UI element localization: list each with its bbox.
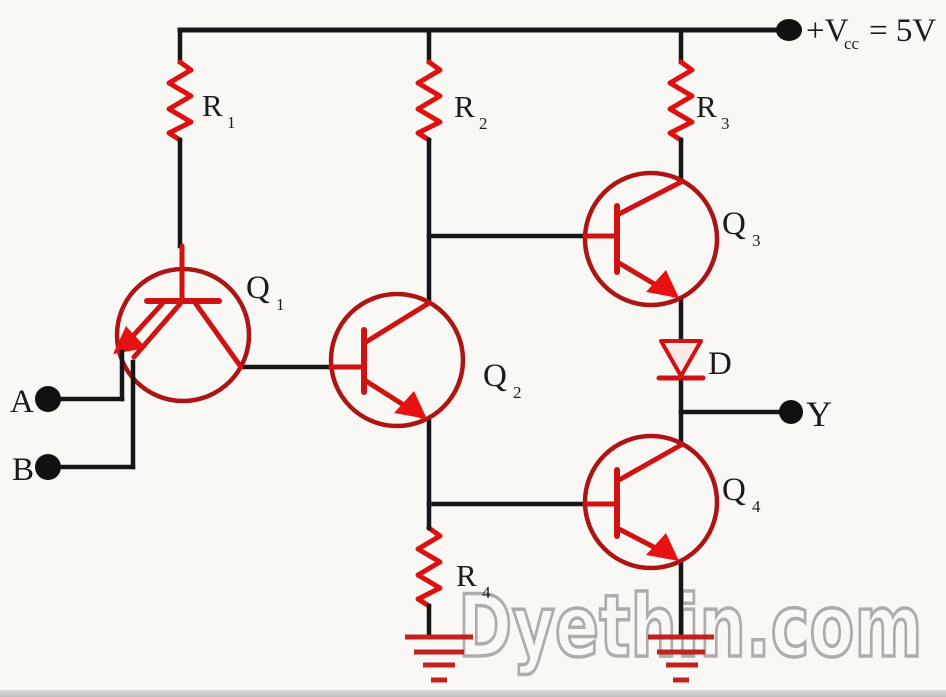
label-r1: R [202, 88, 223, 123]
vcc-label-value: = 5V [869, 13, 936, 49]
q2-emitter-arrow-icon [394, 391, 427, 419]
transistor-q3 [582, 170, 720, 308]
resistor-r3 [667, 59, 695, 143]
ground-symbol-r4 [405, 634, 473, 683]
label-input-b: B [12, 452, 34, 488]
label-r3: R [696, 89, 717, 124]
q4-collector [616, 442, 684, 483]
vcc-terminal-dot [776, 19, 802, 41]
label-q2-sub: 2 [513, 383, 522, 402]
transistor-q2 [328, 291, 466, 429]
transistor-q4 [582, 433, 720, 571]
label-q3: Q [722, 206, 746, 242]
label-q4: Q [722, 472, 746, 508]
label-r1-sub: 1 [227, 113, 236, 132]
q3-collector [616, 179, 684, 217]
q1-collector [193, 301, 244, 370]
resistor-r2 [415, 59, 443, 143]
diode-triangle [659, 339, 703, 378]
label-q1-sub: 1 [276, 295, 285, 314]
vcc-rail [177, 19, 802, 41]
ground-symbol-q4 [648, 634, 714, 683]
q3-circle [582, 170, 720, 308]
input-terminal-b [35, 359, 136, 480]
input-a-dot [35, 386, 61, 412]
label-q1: Q [246, 270, 270, 306]
label-input-a: A [10, 384, 34, 420]
label-diode: D [708, 346, 732, 382]
label-r3-sub: 3 [721, 114, 730, 133]
resistor-r1 [166, 59, 194, 143]
output-y-dot [779, 400, 803, 424]
label-r2: R [454, 89, 475, 124]
input-terminal-a [35, 349, 125, 412]
label-r2-sub: 2 [479, 114, 488, 133]
label-output-y: Y [806, 394, 832, 434]
label-r4: R [456, 558, 477, 593]
label-q2: Q [483, 358, 507, 394]
label-r4-sub: 4 [482, 583, 491, 602]
diode-d [656, 339, 706, 381]
vcc-label-v: +V [806, 13, 849, 49]
resistor-r4 [415, 525, 443, 609]
q2-collector [363, 300, 432, 345]
watermark-text: Dyethin.com [457, 577, 924, 677]
label-q3-sub: 3 [752, 231, 761, 250]
label-q4-sub: 4 [752, 497, 761, 516]
transistor-q1 [113, 243, 252, 404]
q2-circle [328, 291, 466, 429]
bottom-edge-strip [0, 690, 946, 697]
vcc-label-sub: cc [844, 34, 860, 53]
input-b-dot [35, 454, 61, 480]
